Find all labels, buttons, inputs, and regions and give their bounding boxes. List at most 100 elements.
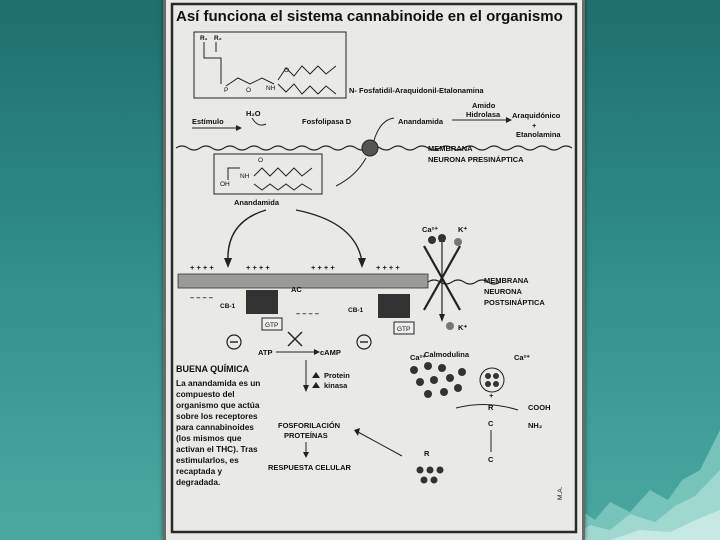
membrana-top-1: MEMBRANA <box>428 144 473 153</box>
estimulo-arrowhead <box>236 125 242 131</box>
membrana-bottom-1: MEMBRANA <box>484 276 529 285</box>
cb1-receptor-left <box>246 290 278 314</box>
kinase-triangle-1 <box>312 372 320 378</box>
fosforilacion-2: PROTEÍNAS <box>284 431 328 440</box>
signature: M.A. <box>557 486 564 500</box>
plus-sign: + <box>532 121 537 130</box>
plus-row-mid: + + + + <box>246 263 270 272</box>
cb1-right-label: CB-1 <box>348 307 364 314</box>
plus-row-left: + + + + <box>190 263 214 272</box>
membrana-bottom-3: POSTSINÁPTICA <box>484 298 545 307</box>
r2-label: R₂ <box>214 35 222 42</box>
sidebar-line: organismo que actúa <box>176 400 260 410</box>
phospho-down-arrowhead <box>303 452 309 458</box>
postsynaptic-membrane-band <box>177 273 429 289</box>
sidebar-heading: BUENA QUÍMICA <box>176 364 250 374</box>
nh-label: NH <box>266 85 276 92</box>
calmodulin-dot-2 <box>493 373 499 379</box>
anandamide-box <box>213 153 323 195</box>
protein-kinasa-1: Protein <box>324 371 350 380</box>
gtp-right-label: GTP <box>397 326 410 333</box>
gtp-box-left <box>261 317 283 331</box>
minus-row-mid: – – – – <box>296 309 319 318</box>
k-ion-dot <box>454 238 462 246</box>
molecule-structure <box>203 42 337 95</box>
diagram-sheet: Así funciona el sistema cannabinoide en … <box>163 0 585 540</box>
arrowhead-right-receptor <box>358 258 366 268</box>
ac-label: AC <box>291 285 302 294</box>
calmodulina-label: Calmodulina <box>424 350 470 359</box>
gtp-box-right <box>393 321 415 335</box>
membrana-top-2: NEURONA PRESINÁPTICA <box>428 155 524 164</box>
estimulo-label: Estímulo <box>192 117 224 126</box>
k-ion-label-2: K⁺ <box>458 323 467 332</box>
cb1-left-label: CB-1 <box>220 303 236 310</box>
side-r: R <box>488 403 494 412</box>
sidebar-line: degradada. <box>176 477 220 487</box>
etanolamina-label: Etanolamina <box>516 130 561 139</box>
side-r2: R <box>424 449 430 458</box>
side-c1: C <box>488 419 494 428</box>
arrow-to-right-receptor <box>295 209 363 263</box>
k-ion-dot-2 <box>446 322 454 330</box>
reuptake-arrow <box>335 157 367 187</box>
hidrolasa-label: Hidrolasa <box>466 110 501 119</box>
plus-row-right: + + + + <box>311 263 335 272</box>
ca-ion-label-2: Ca²⁺ <box>410 353 426 362</box>
diagram-frame <box>170 2 578 534</box>
camp-label: cAMP <box>320 348 341 357</box>
ca-ion-label: Ca²⁺ <box>422 225 438 234</box>
gtp-left-label: GTP <box>265 322 278 329</box>
calmodulin-dot-3 <box>485 381 491 387</box>
h2o-label: H₂O <box>246 109 261 118</box>
side-plus: + <box>489 391 494 400</box>
sidebar-line: para cannabinoides <box>176 422 254 432</box>
anandamide-nh: NH <box>240 173 250 180</box>
anandamide-o: O <box>258 157 263 164</box>
sidebar-line: (los mismos que <box>176 433 242 443</box>
fosfolipasa-label: Fosfolipasa D <box>302 117 352 126</box>
arrowhead-left-receptor <box>224 258 232 268</box>
membrana-bottom-2: NEURONA <box>484 287 523 296</box>
molecule-name: N- Fosfatidil-Araquidonil-Etalonamina <box>349 86 484 95</box>
protein-cluster <box>416 466 444 484</box>
hydrolase-arrowhead <box>506 117 512 123</box>
anandamide-oh: OH <box>220 181 230 188</box>
anandamide-box-label: Anandamida <box>234 198 280 207</box>
sidebar-line: La anandamida es un <box>176 378 260 388</box>
side-nh2: NH₂ <box>528 421 542 430</box>
ca-ion-label-3: Ca²⁺ <box>514 353 530 362</box>
decorative-wave <box>550 430 720 540</box>
inhibition-circle-left <box>226 334 242 350</box>
diagram-title: Así funciona el sistema cannabinoide en … <box>176 8 563 25</box>
ca-ion-dot-2 <box>438 234 446 242</box>
calmodulin-complex <box>479 367 505 393</box>
o-label-1: O <box>246 87 251 94</box>
fosforilacion-1: FOSFORILACIÓN <box>278 421 340 430</box>
protein-kinasa-2: kinasa <box>324 381 348 390</box>
h2o-arrow <box>251 117 267 126</box>
r1-label: R₁ <box>200 35 208 42</box>
anandamide-structure <box>227 167 313 191</box>
atp-arrowhead <box>314 349 320 355</box>
ca-ion-dot-1 <box>428 236 436 244</box>
camp-down-arrowhead <box>303 385 309 392</box>
calmodulin-to-phospho-arrow <box>357 431 403 457</box>
plus-row-far: + + + + <box>376 263 400 272</box>
amido-label: Amido <box>472 101 496 110</box>
sidebar-line: sobre los receptores <box>176 411 258 421</box>
membrane-transporter <box>361 139 379 157</box>
ion-down-arrowhead <box>439 314 445 322</box>
side-c2: C <box>488 455 494 464</box>
inhibition-circle-right <box>356 334 372 350</box>
arrow-to-left-receptor <box>227 209 267 263</box>
sidebar-line: recaptada y <box>176 466 223 476</box>
sidebar-line: activan el THC). Tras <box>176 444 258 454</box>
k-ion-label: K⁺ <box>458 225 467 234</box>
side-chain-arc <box>455 404 519 411</box>
atp-label: ATP <box>258 348 272 357</box>
sidebar-line: estimularlos, es <box>176 455 239 465</box>
block-x-2 <box>287 331 303 347</box>
cannabinoid-diagram: Así funciona el sistema cannabinoide en … <box>170 2 578 534</box>
calmodulin-dot-1 <box>485 373 491 379</box>
